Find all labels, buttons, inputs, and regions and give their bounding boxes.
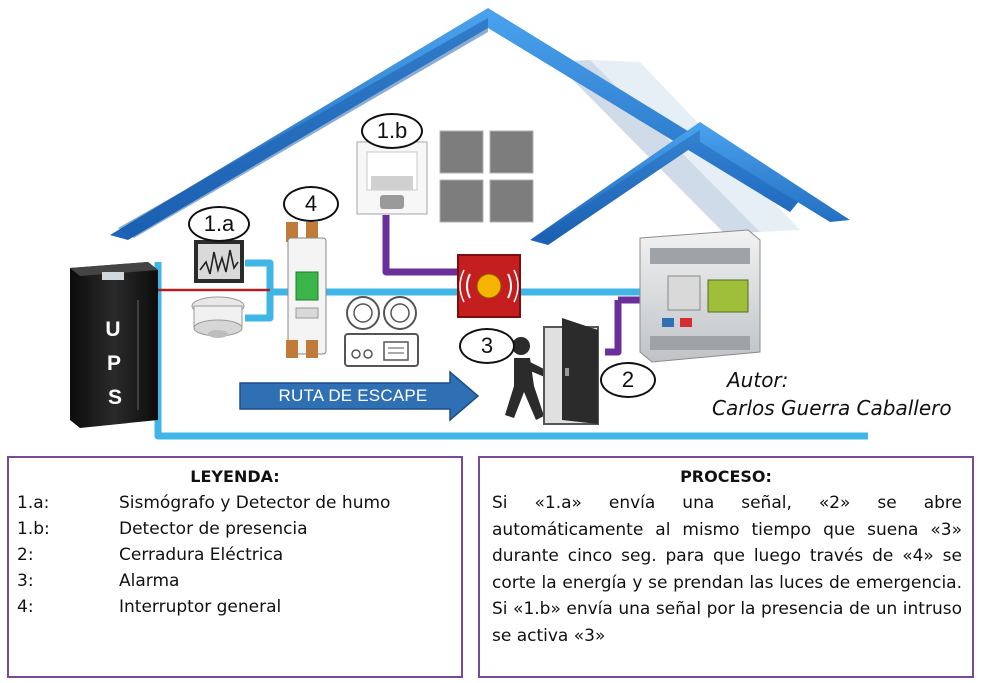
legend-key: 1.a: <box>17 493 50 513</box>
alarm-icon <box>457 254 521 318</box>
legend-title: LEYENDA: <box>190 467 280 486</box>
house-roof <box>110 8 850 245</box>
circuit-breaker-icon <box>286 222 327 358</box>
ups-letter-s: S <box>107 386 122 409</box>
callout-4: 4 <box>283 186 339 222</box>
legend-panel: LEYENDA: 1.a: Sismógrafo y Detector de h… <box>7 456 463 678</box>
legend-label: Alarma <box>119 571 180 591</box>
plc-controller-icon <box>639 229 761 363</box>
smoke-detector-icon <box>191 296 245 338</box>
legend-label: Cerradura Eléctrica <box>119 545 284 565</box>
legend-label: Interruptor general <box>119 597 282 617</box>
electric-door-icon <box>543 318 599 425</box>
callout-1a: 1.a <box>188 206 250 242</box>
process-title: PROCESO: <box>680 467 772 486</box>
ups-letter-u: U <box>105 318 121 341</box>
ups-icon <box>70 262 158 428</box>
legend-label: Detector de presencia <box>119 519 308 539</box>
legend-key: 3: <box>17 571 34 591</box>
seismograph-icon <box>194 240 244 283</box>
process-description: Si «1.a» envía una señal, «2» se abre au… <box>492 493 962 646</box>
escape-route-label: RUTA DE ESCAPE <box>278 386 428 405</box>
window-icon <box>439 130 534 223</box>
author-name: Carlos Guerra Caballero <box>712 396 952 420</box>
legend-item: 2: Cerradura Eléctrica <box>9 542 461 568</box>
legend-key: 2: <box>17 545 34 565</box>
emergency-lights-icon <box>344 296 419 367</box>
legend-key: 4: <box>17 597 34 617</box>
callout-1b: 1.b <box>361 113 423 149</box>
legend-item: 4: Interruptor general <box>9 594 461 620</box>
escape-route-arrow <box>239 370 480 422</box>
ups-letter-p: P <box>106 352 121 375</box>
author-label: Autor: <box>727 368 789 392</box>
legend-item: 1.b: Detector de presencia <box>9 516 461 542</box>
legend-item: 1.a: Sismógrafo y Detector de humo <box>9 490 461 516</box>
house-diagram-svg <box>70 8 868 440</box>
process-panel: PROCESO: Si «1.a» envía una señal, «2» s… <box>478 456 974 678</box>
security-system-diagram <box>70 8 868 440</box>
callout-2: 2 <box>600 362 656 398</box>
legend-item: 3: Alarma <box>9 568 461 594</box>
presence-detector-icon <box>356 141 428 215</box>
legend-key: 1.b: <box>17 519 50 539</box>
legend-label: Sismógrafo y Detector de humo <box>119 493 391 513</box>
callout-3: 3 <box>459 328 515 364</box>
